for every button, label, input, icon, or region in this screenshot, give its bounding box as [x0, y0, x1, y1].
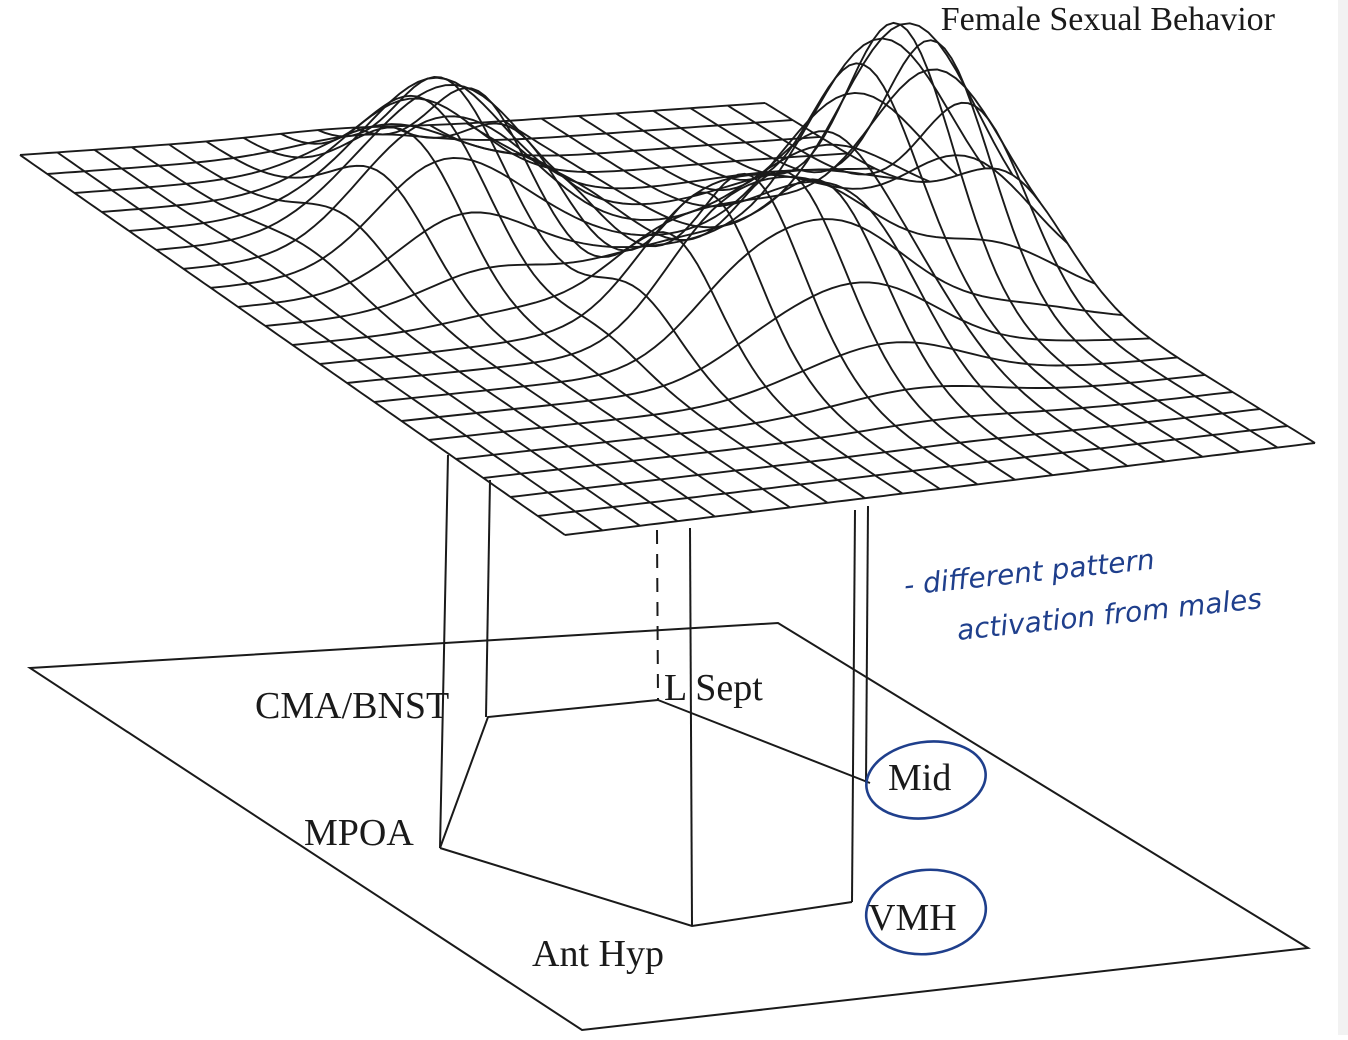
activation-surface — [19, 21, 1316, 536]
projection-l-sept — [656, 529, 659, 701]
projection-ant-hyp — [689, 527, 693, 927]
mesh-line-depth — [280, 94, 829, 504]
circle-mid-annotation — [865, 740, 987, 820]
projection-cma-bnst — [485, 479, 491, 718]
figure-title: Female Sexual Behavior — [941, 1, 1276, 38]
page-edge — [1338, 0, 1348, 1035]
mesh-line-width — [455, 373, 1206, 460]
mesh-line-depth — [689, 39, 1241, 454]
label-vmh: VMH — [868, 897, 957, 939]
mesh-line-depth — [615, 62, 1166, 463]
connection-lsept-mid — [657, 699, 871, 784]
mesh-line-width — [19, 102, 766, 156]
label-mid: Mid — [888, 757, 951, 799]
mesh-line-width — [483, 391, 1233, 479]
mesh-line-depth — [540, 117, 1091, 472]
mesh-line-width — [319, 154, 1069, 365]
label-ant-hyp: Ant Hyp — [532, 933, 664, 975]
projection-mpoa — [439, 454, 449, 849]
mesh-line-width — [564, 442, 1316, 536]
mesh-line-depth — [503, 120, 1054, 476]
mesh-line-width — [510, 408, 1261, 498]
connection-mpoa-anthyp-vmh — [439, 847, 853, 928]
circle-vmh-annotation — [864, 868, 988, 956]
label-cma-bnst: CMA/BNST — [255, 685, 449, 727]
mesh-line-depth — [578, 115, 1129, 467]
mesh-line-width — [401, 281, 1151, 422]
note-line-1: - different pattern — [902, 543, 1156, 602]
mesh-line-depth — [764, 102, 1316, 444]
label-mpoa: MPOA — [304, 812, 414, 854]
projection-vmh — [851, 509, 856, 903]
label-l-sept: L Sept — [664, 667, 763, 709]
mesh-line-width — [374, 218, 1123, 403]
mesh-line-width — [292, 68, 1041, 346]
mesh-line-depth — [652, 21, 1204, 458]
mesh-line-width — [537, 425, 1288, 517]
mesh-line-width — [346, 175, 1096, 384]
brain-plane — [26, 621, 1312, 1032]
mesh-line-width — [428, 341, 1178, 441]
projection-mid — [865, 505, 869, 784]
connection-cma-lsept — [439, 699, 659, 849]
mesh-line-depth — [727, 101, 1279, 449]
mesh-line-width — [101, 97, 848, 213]
